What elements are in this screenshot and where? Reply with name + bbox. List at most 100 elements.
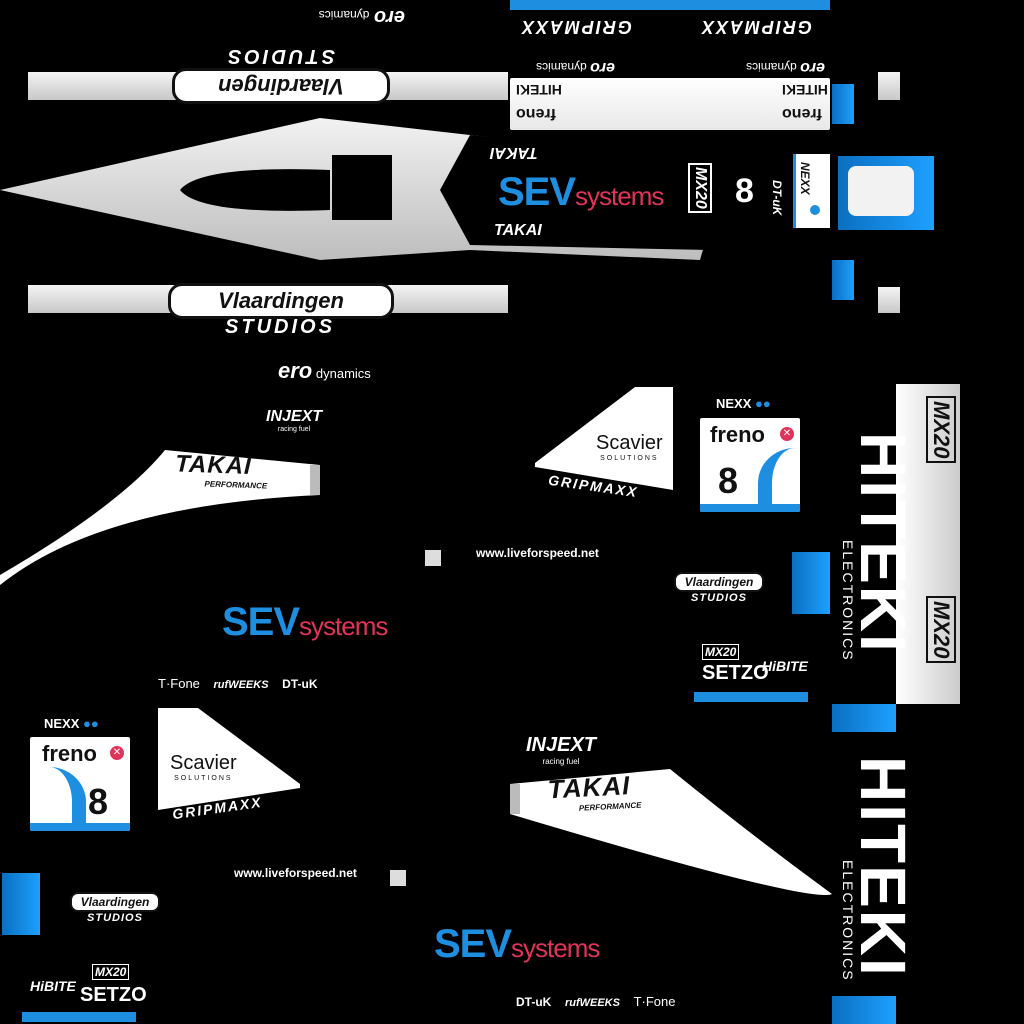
studio-name-text: Vlaardingen bbox=[218, 288, 344, 313]
cockpit-white-window bbox=[848, 166, 914, 216]
studio-name-text: Vlaardingen bbox=[674, 572, 764, 592]
scavier-wing-upper bbox=[535, 387, 673, 490]
ero-text: ero bbox=[800, 59, 825, 76]
electronics-lower: ELECTRONICS bbox=[840, 860, 856, 982]
mx20-small-mid: MX20 bbox=[702, 644, 740, 660]
sev-systems-lower: SEVsystems bbox=[434, 922, 600, 967]
scavier-lower-text: Scavier SOLUTIONS bbox=[170, 752, 237, 782]
hiteki-white-panel bbox=[896, 384, 960, 704]
injext-text: INJEXT bbox=[526, 734, 597, 756]
studio-name-text: Vlaardingen bbox=[70, 892, 160, 912]
studio-sub-text: STUDIOS bbox=[87, 912, 143, 924]
hiteki-lower-logo: HITEKI bbox=[847, 756, 919, 978]
setzo-lower: SETZO bbox=[80, 984, 147, 1006]
plate-number: 8 bbox=[718, 460, 739, 501]
takai-wing-lower bbox=[510, 769, 832, 895]
takai-nose-top: TAKAI bbox=[490, 144, 538, 161]
hibite-lower: HiBITE bbox=[30, 978, 76, 994]
hiteki-lower-blue-bottom bbox=[832, 996, 896, 1024]
dynamics-text: dynamics bbox=[746, 60, 797, 74]
dynamics-text: dynamics bbox=[315, 366, 371, 381]
ero-dynamics-logo-top: ero dynamics bbox=[280, 6, 405, 28]
electronics-upper: ELECTRONICS bbox=[840, 540, 856, 662]
injext-logo-upper: INJEXT racing fuel bbox=[266, 408, 322, 433]
takai-nose-bottom: TAKAI bbox=[494, 222, 542, 239]
ero-text: ero bbox=[590, 59, 615, 76]
small-studio-badge-mid: Vlaardingen STUDIOS bbox=[674, 572, 764, 604]
studio-sub-text: STUDIOS bbox=[691, 592, 747, 604]
plate-blue-base bbox=[30, 823, 130, 831]
gripmaxx-text-2: GRIPMAXX bbox=[700, 17, 813, 37]
takai-upper-text: TAKAI PERFORMANCE bbox=[174, 450, 268, 490]
right-strip-1 bbox=[832, 84, 854, 124]
scavier-text: Scavier bbox=[596, 432, 663, 454]
mx20-panel-top: MX20 bbox=[926, 396, 956, 464]
hiteki-small-logo-1: HITEKI bbox=[516, 82, 562, 98]
systems-text: systems bbox=[299, 611, 388, 641]
dtuk-text: DT-uK bbox=[516, 995, 552, 1009]
website-lower: www.liveforspeed.net bbox=[234, 866, 357, 880]
freno-text: freno bbox=[782, 105, 822, 122]
small-white-tab-1 bbox=[425, 550, 441, 566]
hiteki-text: HITEKI bbox=[516, 82, 562, 98]
mid-right-blue-block bbox=[792, 552, 830, 614]
small-white-tab-2 bbox=[390, 870, 406, 886]
freno-number-plate-lower: freno ✕ 8 bbox=[30, 737, 130, 831]
tfone-text: T·Fone bbox=[158, 676, 200, 691]
small-studio-badge-lower: Vlaardingen STUDIOS bbox=[70, 892, 160, 924]
hiteki-lower-blue-top bbox=[832, 704, 896, 732]
mx20-panel-bottom: MX20 bbox=[926, 596, 956, 664]
plate-blue-swoosh bbox=[758, 448, 800, 512]
ero-text: ero bbox=[373, 6, 405, 28]
sev-text: SEV bbox=[498, 170, 576, 214]
nexx-text: NEXX bbox=[44, 716, 80, 731]
ero-dynamics-logo-panel-1: ero dynamics bbox=[730, 58, 825, 76]
gripmaxx-text-1: GRIPMAXX bbox=[520, 17, 633, 37]
freno-text: freno bbox=[710, 422, 765, 447]
mid-blue-underline bbox=[694, 692, 808, 702]
injext-text: INJEXT bbox=[266, 408, 323, 425]
sev-text: SEV bbox=[222, 600, 300, 644]
mx20-nose: MX20 bbox=[688, 163, 712, 213]
right-strip-2 bbox=[878, 72, 900, 100]
sev-systems-nose: SEVsystems bbox=[498, 170, 664, 215]
scavier-text: Scavier bbox=[170, 752, 237, 774]
nose-body bbox=[0, 118, 720, 260]
rufweeks-text: rufWEEKS bbox=[213, 679, 269, 691]
right-strip-4 bbox=[878, 287, 900, 313]
takai-lower-text: TAKAI PERFORMANCE bbox=[547, 770, 642, 815]
nexx-dots-icon: ●● bbox=[79, 716, 99, 731]
takai-text: TAKAI bbox=[547, 770, 631, 805]
takai-text: TAKAI bbox=[174, 450, 253, 481]
sev-text: SEV bbox=[434, 922, 512, 966]
lower-left-blue-block bbox=[2, 873, 40, 935]
number-nose: 8 bbox=[735, 172, 754, 210]
scavier-wing-lower bbox=[158, 708, 300, 810]
setzo-mid: SETZO bbox=[702, 662, 769, 684]
hiteki-small-logo-2: HITEKI bbox=[782, 82, 828, 98]
freno-small-logo-2: freno bbox=[782, 104, 822, 122]
dtuk-text: DT-uK bbox=[282, 677, 318, 691]
tfone-text: T·Fone bbox=[633, 994, 676, 1009]
nexx-side-dot bbox=[810, 205, 820, 215]
nexx-logo-upper: NEXX ●● bbox=[716, 396, 771, 411]
nexx-side-text: NEXX bbox=[798, 162, 812, 195]
lower-studio-pill: Vlaardingen bbox=[168, 283, 394, 319]
plate-blue-swoosh bbox=[30, 767, 86, 831]
studio-name-text: Vlaardingen bbox=[218, 74, 344, 99]
injext-logo-lower: INJEXT racing fuel bbox=[526, 734, 596, 766]
nexx-text: NEXX bbox=[716, 396, 752, 411]
top-sponsor-panel bbox=[510, 78, 830, 130]
plate-number: 8 bbox=[88, 781, 109, 822]
nexx-side-panel bbox=[793, 154, 830, 228]
right-strip-3 bbox=[832, 260, 854, 300]
upper-studio-sub: STUDIOS bbox=[225, 45, 335, 67]
dtuk-nose: DT-uK bbox=[770, 180, 784, 216]
website-upper: www.liveforspeed.net bbox=[476, 546, 599, 560]
ero-dynamics-logo-panel-2: ero dynamics bbox=[520, 58, 615, 76]
hiteki-text: HITEKI bbox=[782, 82, 828, 98]
plate-blue-base bbox=[700, 504, 800, 512]
dynamics-text: dynamics bbox=[536, 60, 587, 74]
scavier-sub-text: SOLUTIONS bbox=[174, 775, 233, 782]
lower-studio-sub: STUDIOS bbox=[225, 316, 335, 338]
